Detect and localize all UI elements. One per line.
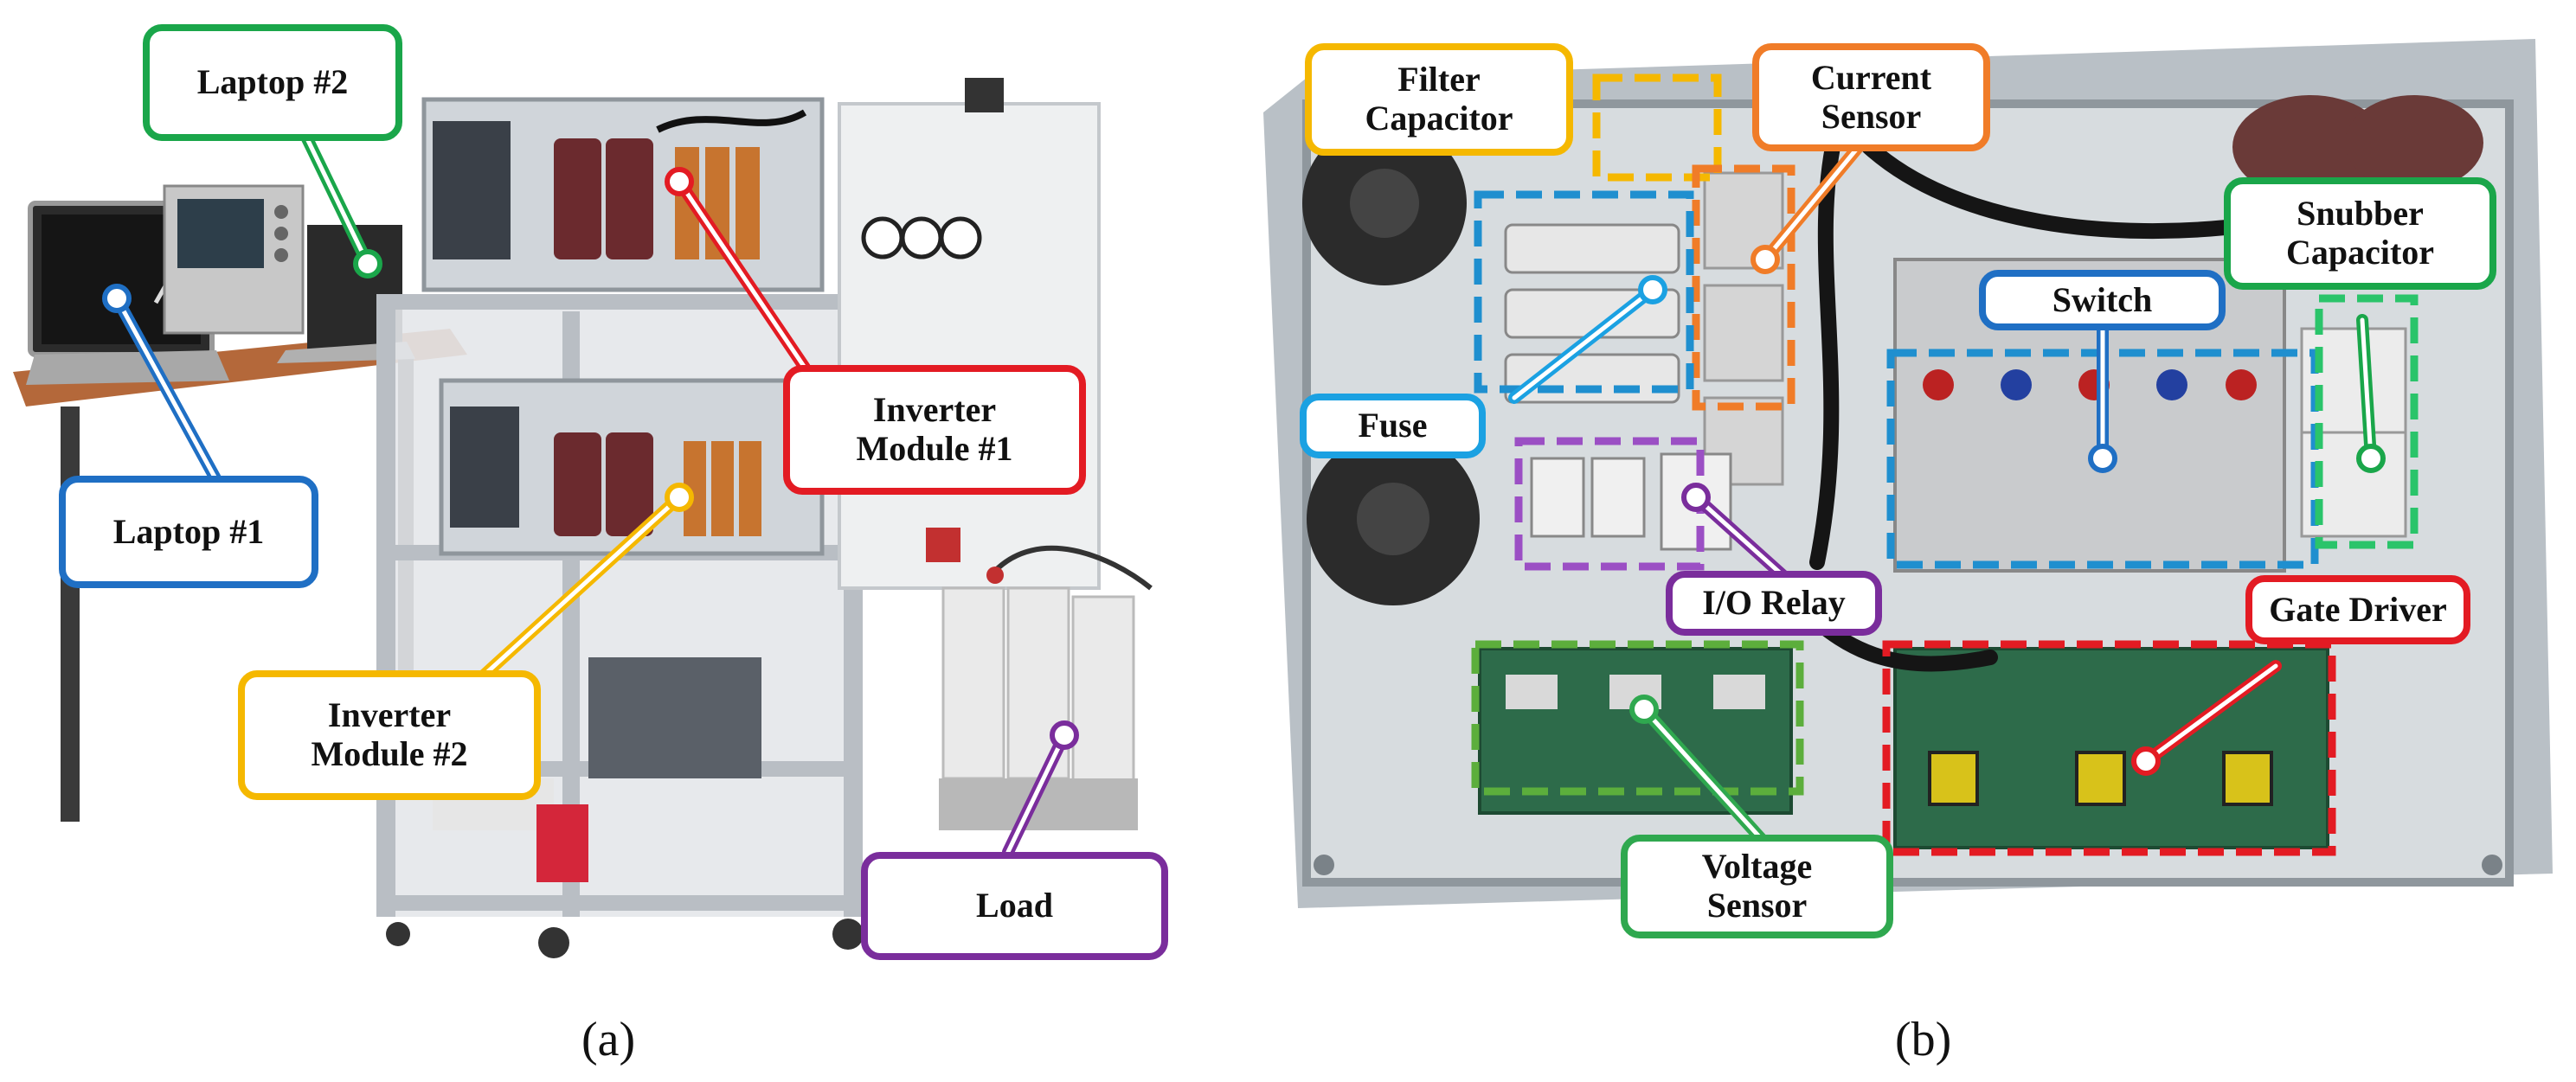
voltage-sensor-pcb [1478, 647, 1793, 815]
callout-io-relay: I/O Relay [1666, 571, 1882, 636]
callout-laptop-2: Laptop #2 [143, 24, 402, 141]
control-cabinet-image [838, 78, 1101, 590]
current-sensor-blocks [1703, 171, 1784, 486]
inverter-module-2-image [439, 378, 825, 556]
inverter-module-1-image [421, 97, 825, 292]
fuse-blocks [1504, 223, 1680, 404]
cooling-fans [1302, 95, 2483, 605]
callout-fuse: Fuse [1300, 394, 1486, 458]
callout-switch: Switch [1979, 270, 2226, 330]
callout-load: Load [861, 852, 1168, 960]
inverter-interior-illustration [1246, 0, 2576, 996]
panel-a-leader-lines [102, 124, 1079, 858]
callout-filter-capacitor: Filter Capacitor [1305, 43, 1573, 156]
callout-current-sensor: Current Sensor [1752, 43, 1990, 151]
callout-snubber-capacitor: Snubber Capacitor [2224, 177, 2496, 290]
callout-inverter-module-1: Inverter Module #1 [783, 365, 1086, 495]
callout-gate-driver: Gate Driver [2245, 575, 2470, 644]
caption-a: (a) [581, 1013, 636, 1066]
panel-b-leader-lines [1508, 128, 2386, 849]
caption-b: (b) [1895, 1013, 1952, 1066]
callout-inverter-module-2: Inverter Module #2 [238, 670, 541, 800]
panel-a-photo: Laptop #2 Laptop #1 Inverter Module #1 I… [0, 0, 1246, 996]
callout-laptop-1: Laptop #1 [59, 476, 318, 588]
test-bench-illustration [0, 0, 1246, 996]
oscilloscope-image [163, 184, 305, 335]
callout-voltage-sensor: Voltage Sensor [1621, 835, 1893, 938]
relay-blocks [1530, 452, 1732, 551]
panel-b-photo: Filter Capacitor Current Sensor Snubber … [1246, 0, 2576, 996]
